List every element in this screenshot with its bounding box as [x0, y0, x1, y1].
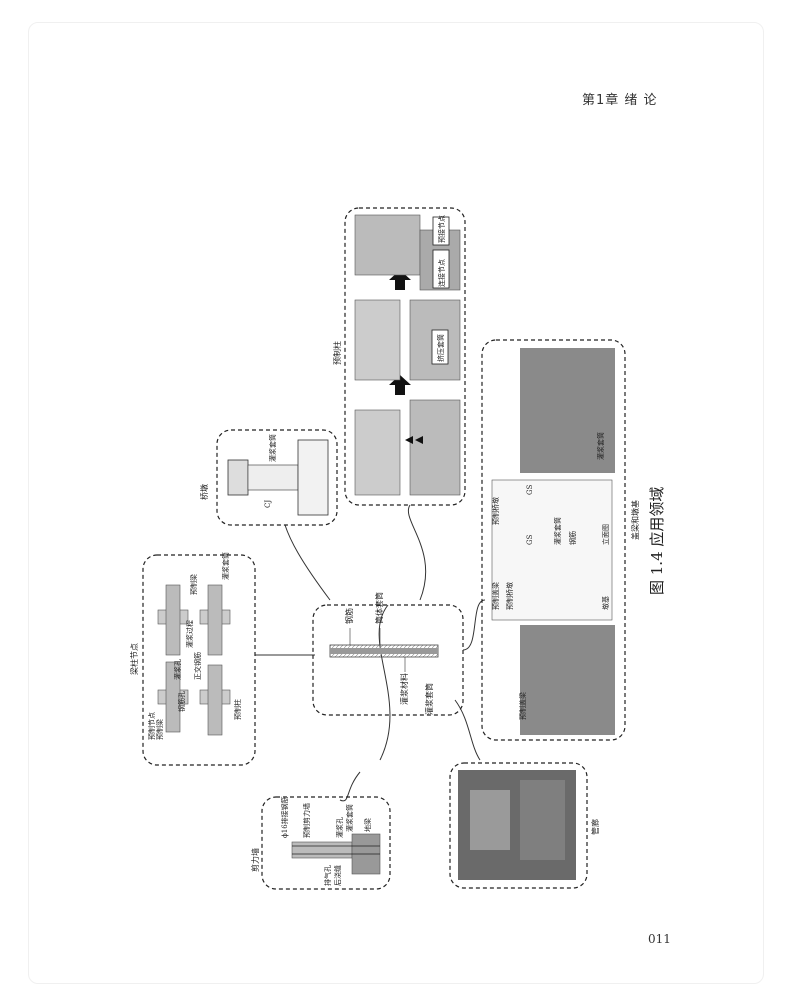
shear-wall-title: 剪力墙 — [250, 848, 260, 872]
cap-beam-label-7: 灌浆套筒 — [553, 517, 562, 545]
rebar-bar — [330, 648, 438, 654]
shear-wall-label-3: 灌浆孔 — [335, 817, 344, 838]
center-grout-sleeve: 钢筋 筒体套筒 灌浆材料 灌浆套筒 — [312, 592, 464, 716]
precast-column-panel: 预制柱 挤压套筒 连接节点 预接节点 — [332, 207, 466, 506]
pipe-gallery-title: 管廊 — [590, 819, 600, 835]
cap-beam-title: 盖梁和墩基 — [630, 500, 640, 540]
column-label-2: 连接节点 — [437, 259, 446, 287]
bridge-pier-title: 桥墩 — [199, 484, 209, 500]
figure-caption: 图 1.4 应用领域 — [648, 487, 666, 595]
column-label-1: 挤压套筒 — [436, 334, 445, 362]
cap-beam-drawing — [491, 479, 613, 621]
center-title: 灌浆套筒 — [424, 683, 434, 715]
cap-beam-photo-2 — [520, 625, 615, 735]
shear-wall-panel: 剪力墙 ϕ16排接钢筋 预制剪力墙 灌浆孔 灌浆套筒 地梁 排气孔 后浇缝 — [250, 796, 391, 890]
page-frame — [28, 22, 764, 984]
beam-column-label-7: 预制柱 — [233, 699, 242, 720]
shear-wall-label-5: 地梁 — [363, 818, 372, 832]
cap-beam-label-5: GS — [526, 534, 534, 545]
shear-wall-label-7: 后浇缝 — [333, 865, 342, 886]
cap-beam-label-10: 灌浆套筒 — [596, 432, 605, 460]
beam-column-label-5: 正交钢筋 — [193, 652, 202, 680]
cap-beam-label-3: 墩基 — [601, 596, 610, 610]
cap-beam-label-11: 预制盖梁 — [518, 692, 527, 720]
bridge-pier-label-1: 灌浆套筒 — [268, 434, 277, 462]
column-step-2 — [354, 299, 401, 381]
page-number: 011 — [648, 932, 671, 946]
cap-beam-photo-1 — [520, 348, 615, 473]
bridge-pier-panel: 桥墩 灌浆套筒 CJ — [199, 429, 338, 526]
cap-beam-label-9: 预制桥墩 — [491, 497, 500, 525]
bridge-pier-label-2: CJ — [264, 500, 272, 508]
beam-column-panel: 梁柱节点 预制梁 预制节点 钢筋孔 灌浆孔 正交钢筋 灌浆过程 预制柱 预制梁 … — [129, 552, 256, 766]
beam-column-label-8: 预制梁 — [189, 574, 198, 595]
column-step-3 — [354, 214, 421, 276]
pipe-gallery-panel: 管廊 — [449, 762, 600, 889]
shear-wall-label-2: 预制剪力墙 — [302, 803, 311, 838]
beam-column-label-9: 灌浆套筒 — [221, 552, 230, 580]
shear-wall-label-4: 灌浆套筒 — [345, 804, 354, 832]
column-label-3: 预接节点 — [437, 215, 446, 243]
center-label-2: 灌浆材料 — [399, 673, 409, 705]
beam-column-label-1: 预制梁 — [155, 719, 164, 740]
shear-wall-label-6: 排气孔 — [323, 865, 332, 886]
beam-column-label-3: 钢筋孔 — [177, 691, 186, 712]
center-label-1: 钢筋 — [344, 608, 354, 624]
cap-beam-panel: 盖梁和墩基 预制盖梁 预制桥墩 墩基 立面图 GS GS 灌浆套筒 钢筋 预制桥… — [481, 339, 640, 741]
right-arrow-icon — [405, 436, 423, 444]
beam-column-label-4: 灌浆孔 — [173, 659, 182, 680]
precast-column-title: 预制柱 — [332, 341, 342, 365]
cap-beam-label-4: 立面图 — [601, 524, 610, 545]
beam-column-title: 梁柱节点 — [129, 643, 139, 675]
chapter-header: 第1章 绪 论 — [582, 93, 658, 108]
column-step-1 — [354, 409, 401, 496]
cap-beam-label-8: 钢筋 — [568, 531, 577, 545]
beam-column-label-6: 灌浆过程 — [185, 620, 194, 648]
center-label-3: 筒体套筒 — [374, 592, 384, 624]
cap-beam-label-6: GS — [526, 484, 534, 495]
cap-beam-label-2: 预制桥墩 — [505, 582, 514, 610]
cap-beam-label-1: 预制盖梁 — [491, 582, 500, 610]
shear-wall-label-1: ϕ16排接钢筋 — [280, 796, 289, 838]
beam-column-label-2: 预制节点 — [147, 712, 156, 740]
connector-lines — [255, 504, 486, 802]
